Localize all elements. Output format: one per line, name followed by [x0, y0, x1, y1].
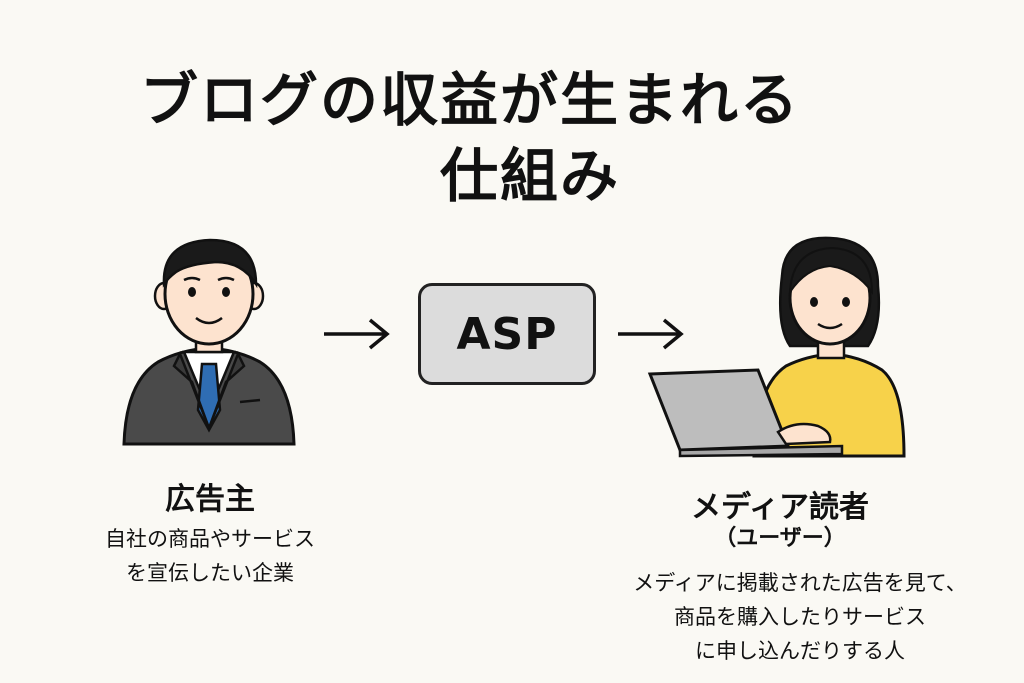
reader-description: メディアに掲載された広告を見て、 商品を購入したりサービス に申し込んだりする人 — [600, 566, 1000, 668]
asp-box: ASP — [418, 283, 596, 385]
woman-with-laptop-icon — [647, 236, 906, 458]
reader-label: メディア読者 — [691, 490, 869, 525]
businessman-icon — [122, 238, 296, 446]
arrow-right-icon — [324, 318, 390, 350]
title-line-1: ブログの収益が生まれる — [139, 66, 800, 134]
reader-desc-line-2: 商品を購入したりサービス — [674, 605, 926, 629]
reader-desc-line-1: メディアに掲載された広告を見て、 — [633, 571, 967, 595]
reader-sublabel: （ユーザー） — [714, 526, 846, 551]
diagram-title: ブログの収益が生まれる 仕組み — [0, 62, 940, 214]
advertiser-description: 自社の商品やサービス を宣伝したい企業 — [60, 522, 360, 590]
reader-desc-line-3: に申し込んだりする人 — [695, 639, 905, 663]
asp-label: ASP — [456, 308, 558, 360]
advertiser-desc-line-2: を宣伝したい企業 — [126, 561, 294, 585]
title-line-2: 仕組み — [439, 142, 620, 210]
advertiser-label: 広告主 — [165, 482, 255, 517]
arrow-right-icon — [618, 318, 684, 350]
advertiser-desc-line-1: 自社の商品やサービス — [105, 527, 315, 551]
